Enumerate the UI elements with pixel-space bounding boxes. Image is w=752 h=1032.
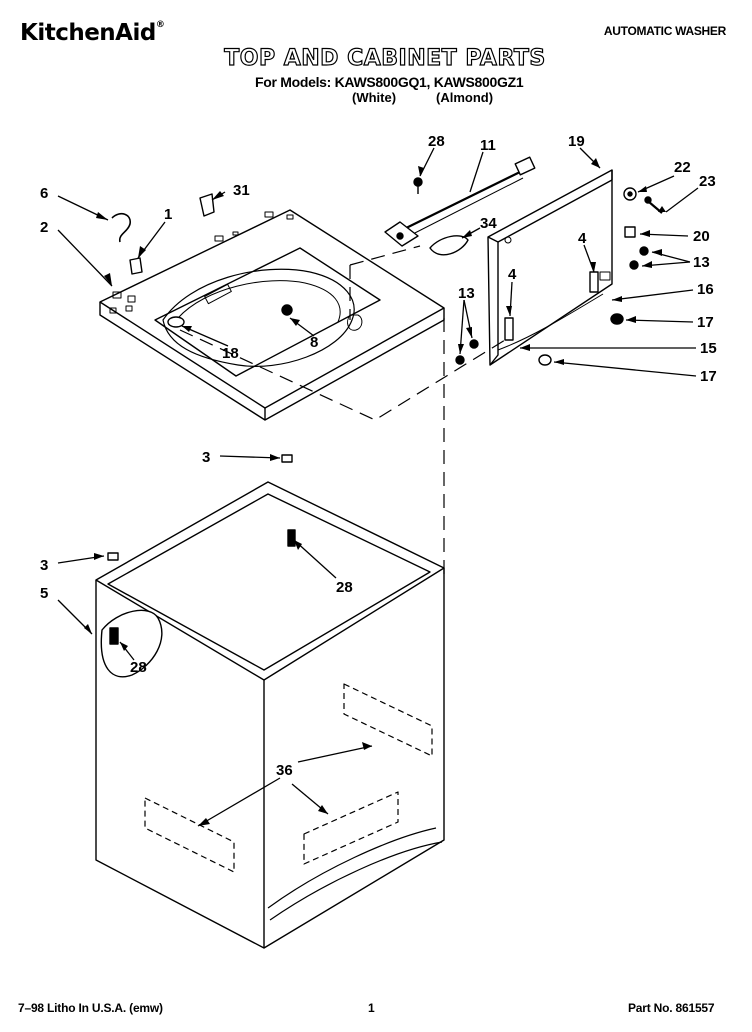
callout-13-left: 13 [458, 285, 475, 302]
callout-18: 18 [222, 345, 239, 362]
callout-2: 2 [40, 219, 48, 236]
part-28-screw-top [413, 177, 423, 187]
washer-cabinet [95, 454, 445, 949]
brand-registered-mark: ® [155, 20, 165, 30]
variant-almond: (Almond) [436, 90, 494, 105]
callout-16: 16 [697, 281, 714, 298]
callout-4-left: 4 [508, 266, 517, 283]
callout-3-upper: 3 [202, 449, 210, 466]
variant-white: (White) [352, 90, 397, 105]
callout-13-right: 13 [693, 254, 710, 271]
callout-22: 22 [674, 159, 691, 176]
part-13-screw-a [639, 246, 649, 256]
part-31-bracket [199, 193, 215, 217]
part-17-knob-b [538, 354, 552, 366]
callout-23: 23 [699, 173, 716, 190]
callout-6: 6 [40, 185, 48, 202]
callout-34: 34 [480, 215, 497, 232]
callout-8: 8 [310, 334, 318, 351]
wire-harness [384, 156, 536, 247]
page-title: TOP AND CABINET PARTS [224, 45, 546, 71]
part-4-bracket-right [589, 271, 599, 293]
footer-litho: 7–98 Litho In U.S.A. (emw) [18, 1001, 163, 1015]
callout-3-lower: 3 [40, 557, 48, 574]
callout-5: 5 [40, 585, 48, 602]
callout-17-upper: 17 [697, 314, 714, 331]
callout-19: 19 [568, 133, 585, 150]
part-34-lid-switch [429, 235, 469, 256]
part-13-screw-c [469, 339, 479, 349]
part-17-knob-a [610, 313, 624, 325]
part-13-screw-b [629, 260, 639, 270]
washer-top-panel [99, 209, 445, 421]
brand-logo: KitchenAid® [20, 20, 165, 46]
brand-name: KitchenAid [20, 20, 156, 46]
part-13-screw-d [455, 355, 465, 365]
callout-4-right: 4 [578, 230, 587, 247]
callout-1: 1 [164, 206, 172, 223]
footer-part-number: Part No. 861557 [628, 1001, 715, 1015]
callout-17-lower: 17 [700, 368, 717, 385]
part-36-pads [144, 683, 433, 873]
part-1-hinge [129, 257, 143, 275]
callout-11: 11 [480, 137, 496, 154]
product-type: AUTOMATIC WASHER [603, 24, 726, 38]
callout-36: 36 [276, 762, 293, 779]
part-20-clip [624, 226, 636, 238]
part-6-clip [111, 212, 131, 243]
callout-20: 20 [693, 228, 710, 245]
callout-28-mid: 28 [336, 579, 353, 596]
control-panel [487, 169, 613, 366]
part-4-bracket-left [504, 317, 514, 341]
footer-page-number: 1 [368, 1001, 375, 1015]
callout-28-low: 28 [130, 659, 147, 676]
callout-15: 15 [700, 340, 717, 357]
models-line: For Models: KAWS800GQ1, KAWS800GZ1 [255, 74, 524, 90]
callout-28-top: 28 [428, 133, 445, 150]
callout-31: 31 [233, 182, 250, 199]
